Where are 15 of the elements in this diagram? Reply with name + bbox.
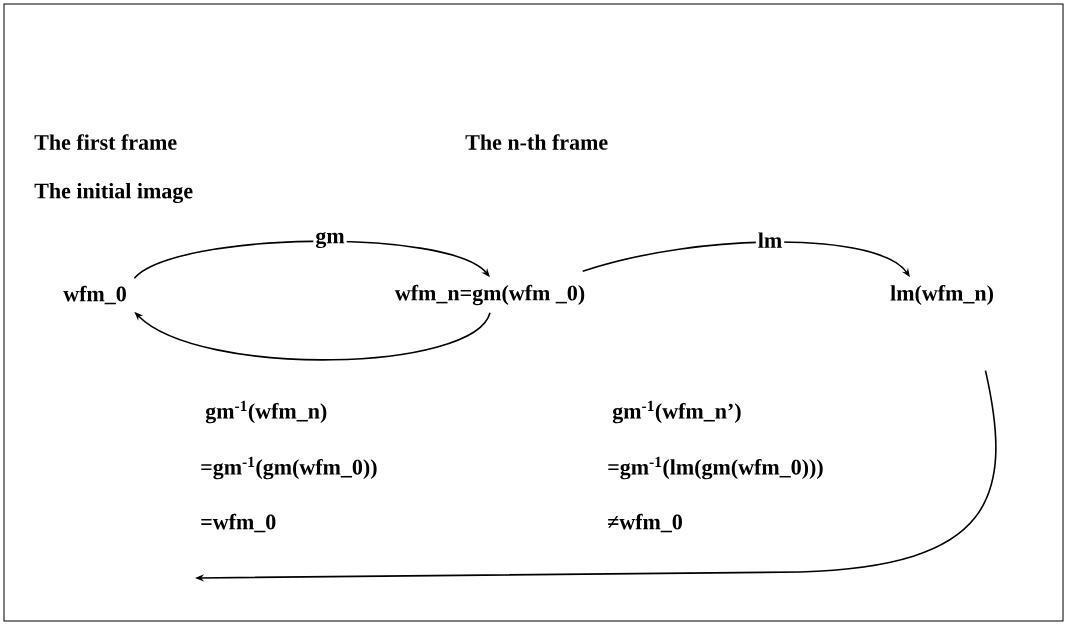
edge-label: gm [313,229,347,251]
curved-arrow [133,240,490,279]
text-label: gm$^{-1}$(wfm_n’) [612,400,741,424]
formula-text: wfm_n=gm(wfm _0) [394,284,585,306]
formula-text: lm(wfm_n) [890,284,993,306]
formula-text: wfm_0 [63,285,126,305]
text-label: The n-th frame [465,134,608,150]
text-label: =gm$^{-1}$(gm(wfm_0)) [201,456,377,480]
text-label: The first frame [34,134,177,150]
text-label: gm$^{-1}$(wfm_n) [205,400,327,424]
edge-label: lm [755,230,785,250]
text-label: The initial image [34,182,193,204]
text-label: =gm$^{-1}$(lm(gm(wfm_0))) [608,456,823,480]
text-label: ≠wfm_0 [608,513,682,533]
text-label: =wfm_0 [201,513,276,533]
